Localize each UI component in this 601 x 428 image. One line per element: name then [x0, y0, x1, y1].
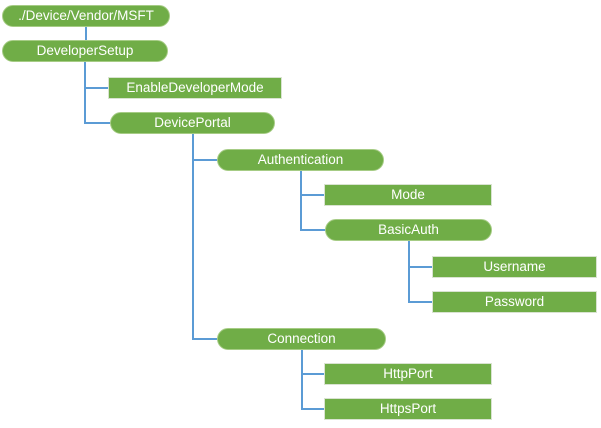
tree-node-mode: Mode [324, 184, 492, 206]
tree-node-http-port: HttpPort [324, 363, 492, 385]
tree-node-connection: Connection [217, 328, 386, 350]
connector-arm-enable-developer-mode [85, 87, 109, 89]
tree-node-authentication: Authentication [217, 149, 384, 171]
connector-trunk-authentication [300, 171, 302, 231]
connector-arm-username [409, 266, 433, 268]
connector-trunk-connection [301, 350, 303, 410]
connector-arm-https-port [302, 408, 325, 410]
tree-node-password: Password [432, 291, 597, 313]
tree-node-https-port: HttpsPort [324, 398, 492, 420]
connector-arm-authentication [193, 159, 218, 161]
connector-arm-connection [193, 338, 218, 340]
connector-arm-device-portal [85, 122, 111, 124]
tree-node-username: Username [432, 256, 597, 278]
connector-trunk-basic-auth [408, 241, 410, 303]
connector-trunk-device-portal [192, 134, 194, 340]
connector-arm-mode [301, 194, 325, 196]
tree-node-enable-developer-mode: EnableDeveloperMode [108, 77, 282, 99]
tree-node-device-portal: DevicePortal [110, 112, 275, 134]
connector-arm-password [409, 301, 433, 303]
tree-node-root: ./Device/Vendor/MSFT [2, 5, 170, 27]
tree-node-basic-auth: BasicAuth [325, 219, 492, 241]
connector-trunk-root [85, 27, 87, 52]
connector-arm-http-port [302, 373, 325, 375]
connector-trunk-developer-setup [84, 62, 86, 124]
connector-arm-basic-auth [301, 229, 326, 231]
tree-node-developer-setup: DeveloperSetup [2, 40, 168, 62]
